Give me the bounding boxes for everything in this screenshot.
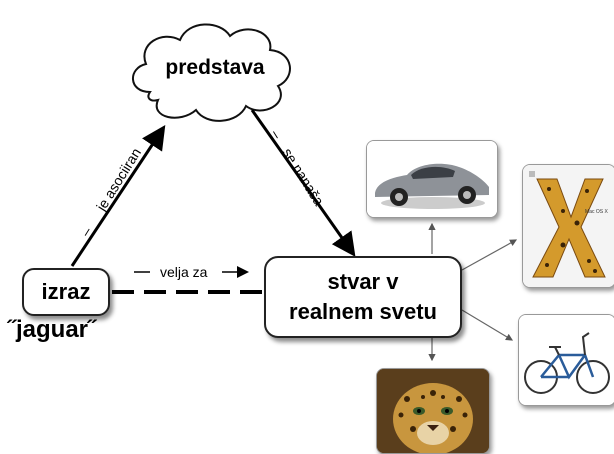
concept-label: predstava — [165, 56, 265, 79]
mac-x-icon: Mac OS X — [523, 165, 614, 287]
edge-label-velja-za: velja za — [160, 264, 208, 280]
real-world-thing-node: stvar v realnem svetu — [264, 256, 462, 338]
jaguar-face-icon — [377, 369, 489, 453]
edge-concept-to-thing — [250, 109, 356, 257]
edge-label-je-asociiran-group: je asociiran — [92, 145, 144, 214]
edge-label-se-nanasa-group: se nanaša — [279, 145, 327, 208]
cloud-shape — [132, 23, 291, 122]
arrow-to-bike — [461, 309, 514, 341]
mac-box-text: Mac OS X — [585, 209, 608, 215]
jaguar-animal-photo — [376, 368, 490, 454]
expression-example: ˝jaguar˝ — [8, 316, 97, 343]
edge-label-je-asociiran: je asociiran — [92, 145, 144, 214]
edge-label-dash-2: – — [268, 126, 286, 141]
expression-node: izraz — [22, 268, 110, 316]
edge-expression-to-concept — [70, 124, 166, 267]
expression-label: izraz — [41, 279, 91, 304]
thing-label-line1: stvar v — [327, 269, 399, 294]
arrow-to-mac — [461, 239, 518, 271]
car-icon — [367, 141, 497, 217]
mac-os-x-box: Mac OS X — [522, 164, 614, 288]
thing-label-line2: realnem svetu — [289, 299, 437, 324]
edge-label-se-nanasa: se nanaša — [279, 145, 327, 208]
bicycle-icon — [519, 315, 614, 405]
car-photo — [366, 140, 498, 218]
bicycle-photo — [518, 314, 614, 406]
